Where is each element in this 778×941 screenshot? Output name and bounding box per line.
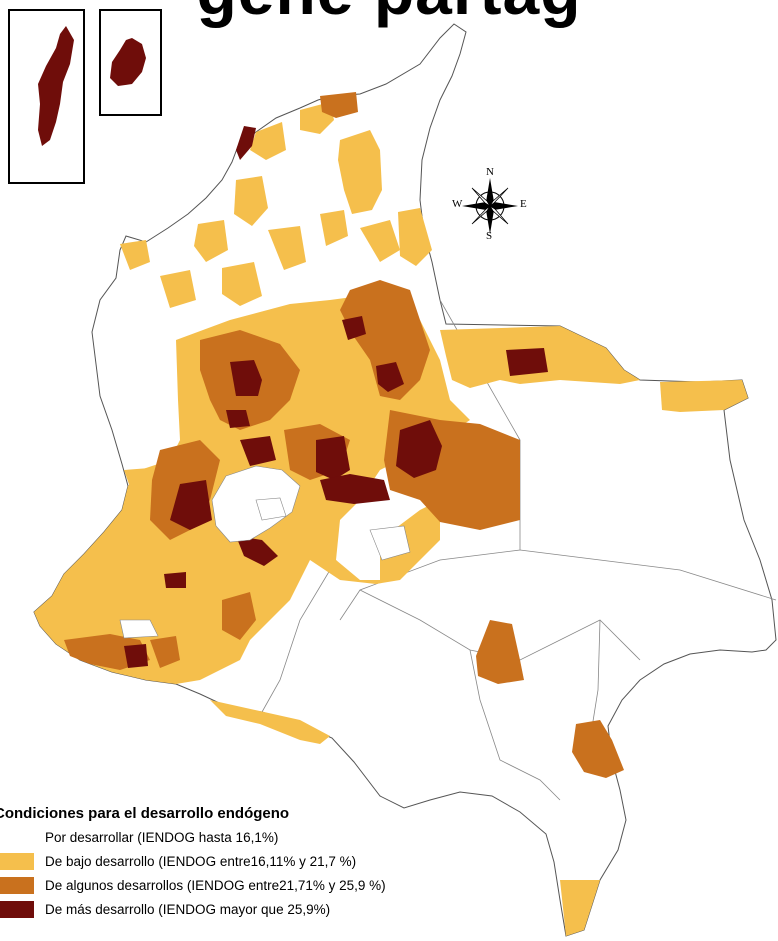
legend-swatch-algunos-desarrollos — [0, 876, 34, 894]
region-san-andres — [38, 26, 74, 146]
inset-frame-providencia — [99, 9, 162, 116]
legend-label: De algunos desarrollos (IENDOG entre21,7… — [45, 877, 386, 893]
compass-icon — [462, 178, 518, 234]
legend-label: Por desarrollar (IENDOG hasta 16,1%) — [45, 829, 279, 845]
regions-mas-desarrollo — [124, 126, 548, 668]
compass-north-label: N — [486, 166, 494, 178]
legend-item: De más desarrollo (IENDOG mayor que 25,9… — [0, 897, 460, 921]
legend-swatch-por-desarrollar — [0, 828, 34, 846]
compass-east-label: E — [520, 198, 527, 210]
legend-label: De más desarrollo (IENDOG mayor que 25,9… — [45, 901, 331, 917]
legend-item: De bajo desarrollo (IENDOG entre16,11% y… — [0, 849, 460, 873]
legend-title: Condiciones para el desarrollo endógeno — [0, 805, 290, 822]
legend-item: De algunos desarrollos (IENDOG entre21,7… — [0, 873, 460, 897]
compass-rose: N S E W — [450, 166, 542, 242]
compass-west-label: W — [452, 198, 463, 210]
region-providencia — [110, 38, 146, 86]
compass-south-label: S — [486, 230, 493, 242]
map-title: gene partag — [0, 0, 778, 24]
legend-item: Por desarrollar (IENDOG hasta 16,1%) — [0, 825, 460, 849]
inset-frame-san-andres — [8, 9, 85, 184]
legend-label: De bajo desarrollo (IENDOG entre16,11% y… — [45, 853, 357, 869]
regions-por-desarrollar — [119, 465, 411, 639]
legend-swatch-bajo-desarrollo — [0, 852, 34, 870]
map-legend: Condiciones para el desarrollo endógeno … — [0, 803, 460, 921]
legend-swatch-mas-desarrollo — [0, 900, 34, 918]
